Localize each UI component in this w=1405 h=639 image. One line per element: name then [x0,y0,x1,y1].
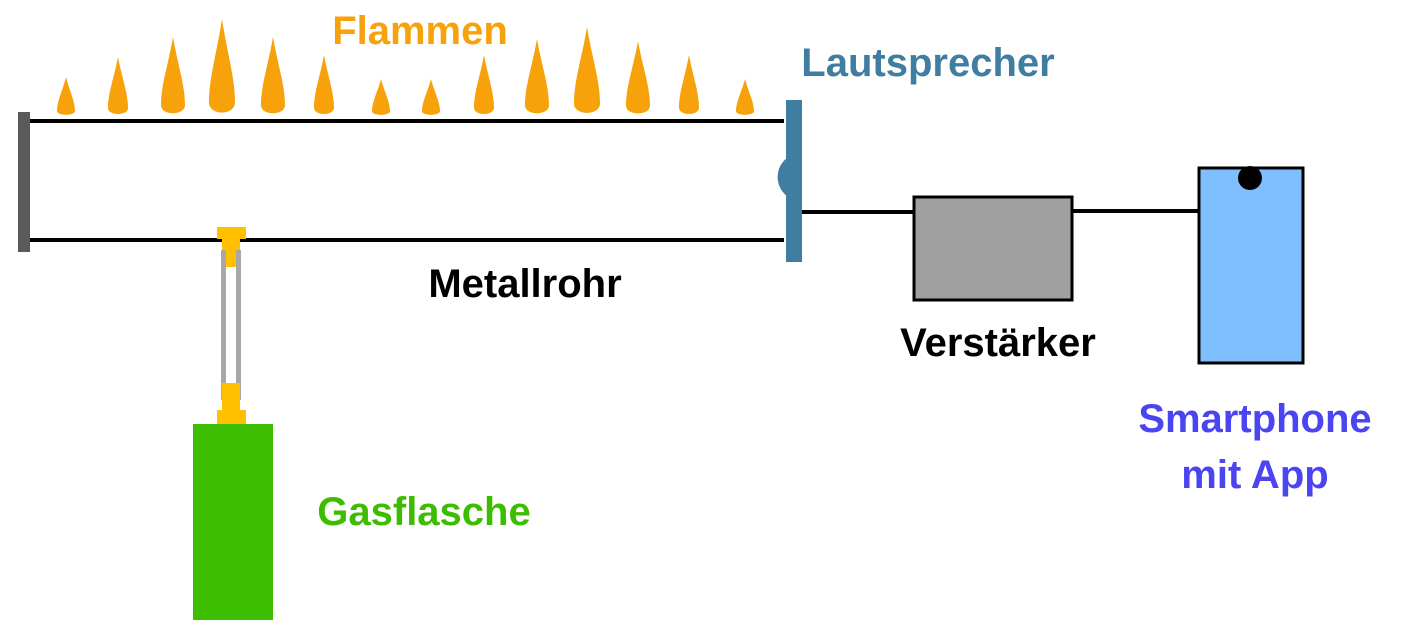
flame-3 [161,37,185,114]
metal-tube [18,112,784,252]
flame-14 [736,79,754,115]
flame-1 [57,77,75,115]
valve-top-cap [217,227,246,239]
tube-end-cap [18,112,30,252]
gas-bottle [193,424,273,620]
label-smartphone: Smartphone [1138,397,1371,441]
flame-6 [314,55,334,114]
flames-group [57,19,754,115]
label-flammen: Flammen [332,9,508,53]
flame-11 [574,27,600,113]
flame-5 [261,37,285,114]
speaker-cone [777,156,790,198]
flame-2 [108,57,128,114]
flame-13 [679,55,699,114]
gas-connection [217,227,246,424]
label-metallrohr: Metallrohr [428,262,621,306]
speaker [777,100,802,262]
hose-left [221,250,226,400]
label-lautsprecher: Lautsprecher [801,41,1054,85]
flame-4 [209,19,235,113]
label-verstaerker: Verstärker [900,321,1096,365]
flame-8 [422,79,440,115]
smartphone-body [1197,166,1305,365]
label-mit-app: mit App [1181,453,1328,497]
flame-10 [525,39,549,114]
flame-9 [474,55,494,114]
flame-7 [372,79,390,115]
valve-top-stem [222,239,240,267]
smartphone [1197,166,1305,365]
smartphone-camera-dot [1238,166,1262,190]
label-gasflasche: Gasflasche [317,490,530,534]
flame-12 [626,41,650,114]
valve-bottom-cap [217,410,246,424]
hose-right [236,250,241,400]
amplifier-box [912,195,1074,302]
speaker-plate [786,100,802,262]
valve-bottom-stem [222,383,240,415]
